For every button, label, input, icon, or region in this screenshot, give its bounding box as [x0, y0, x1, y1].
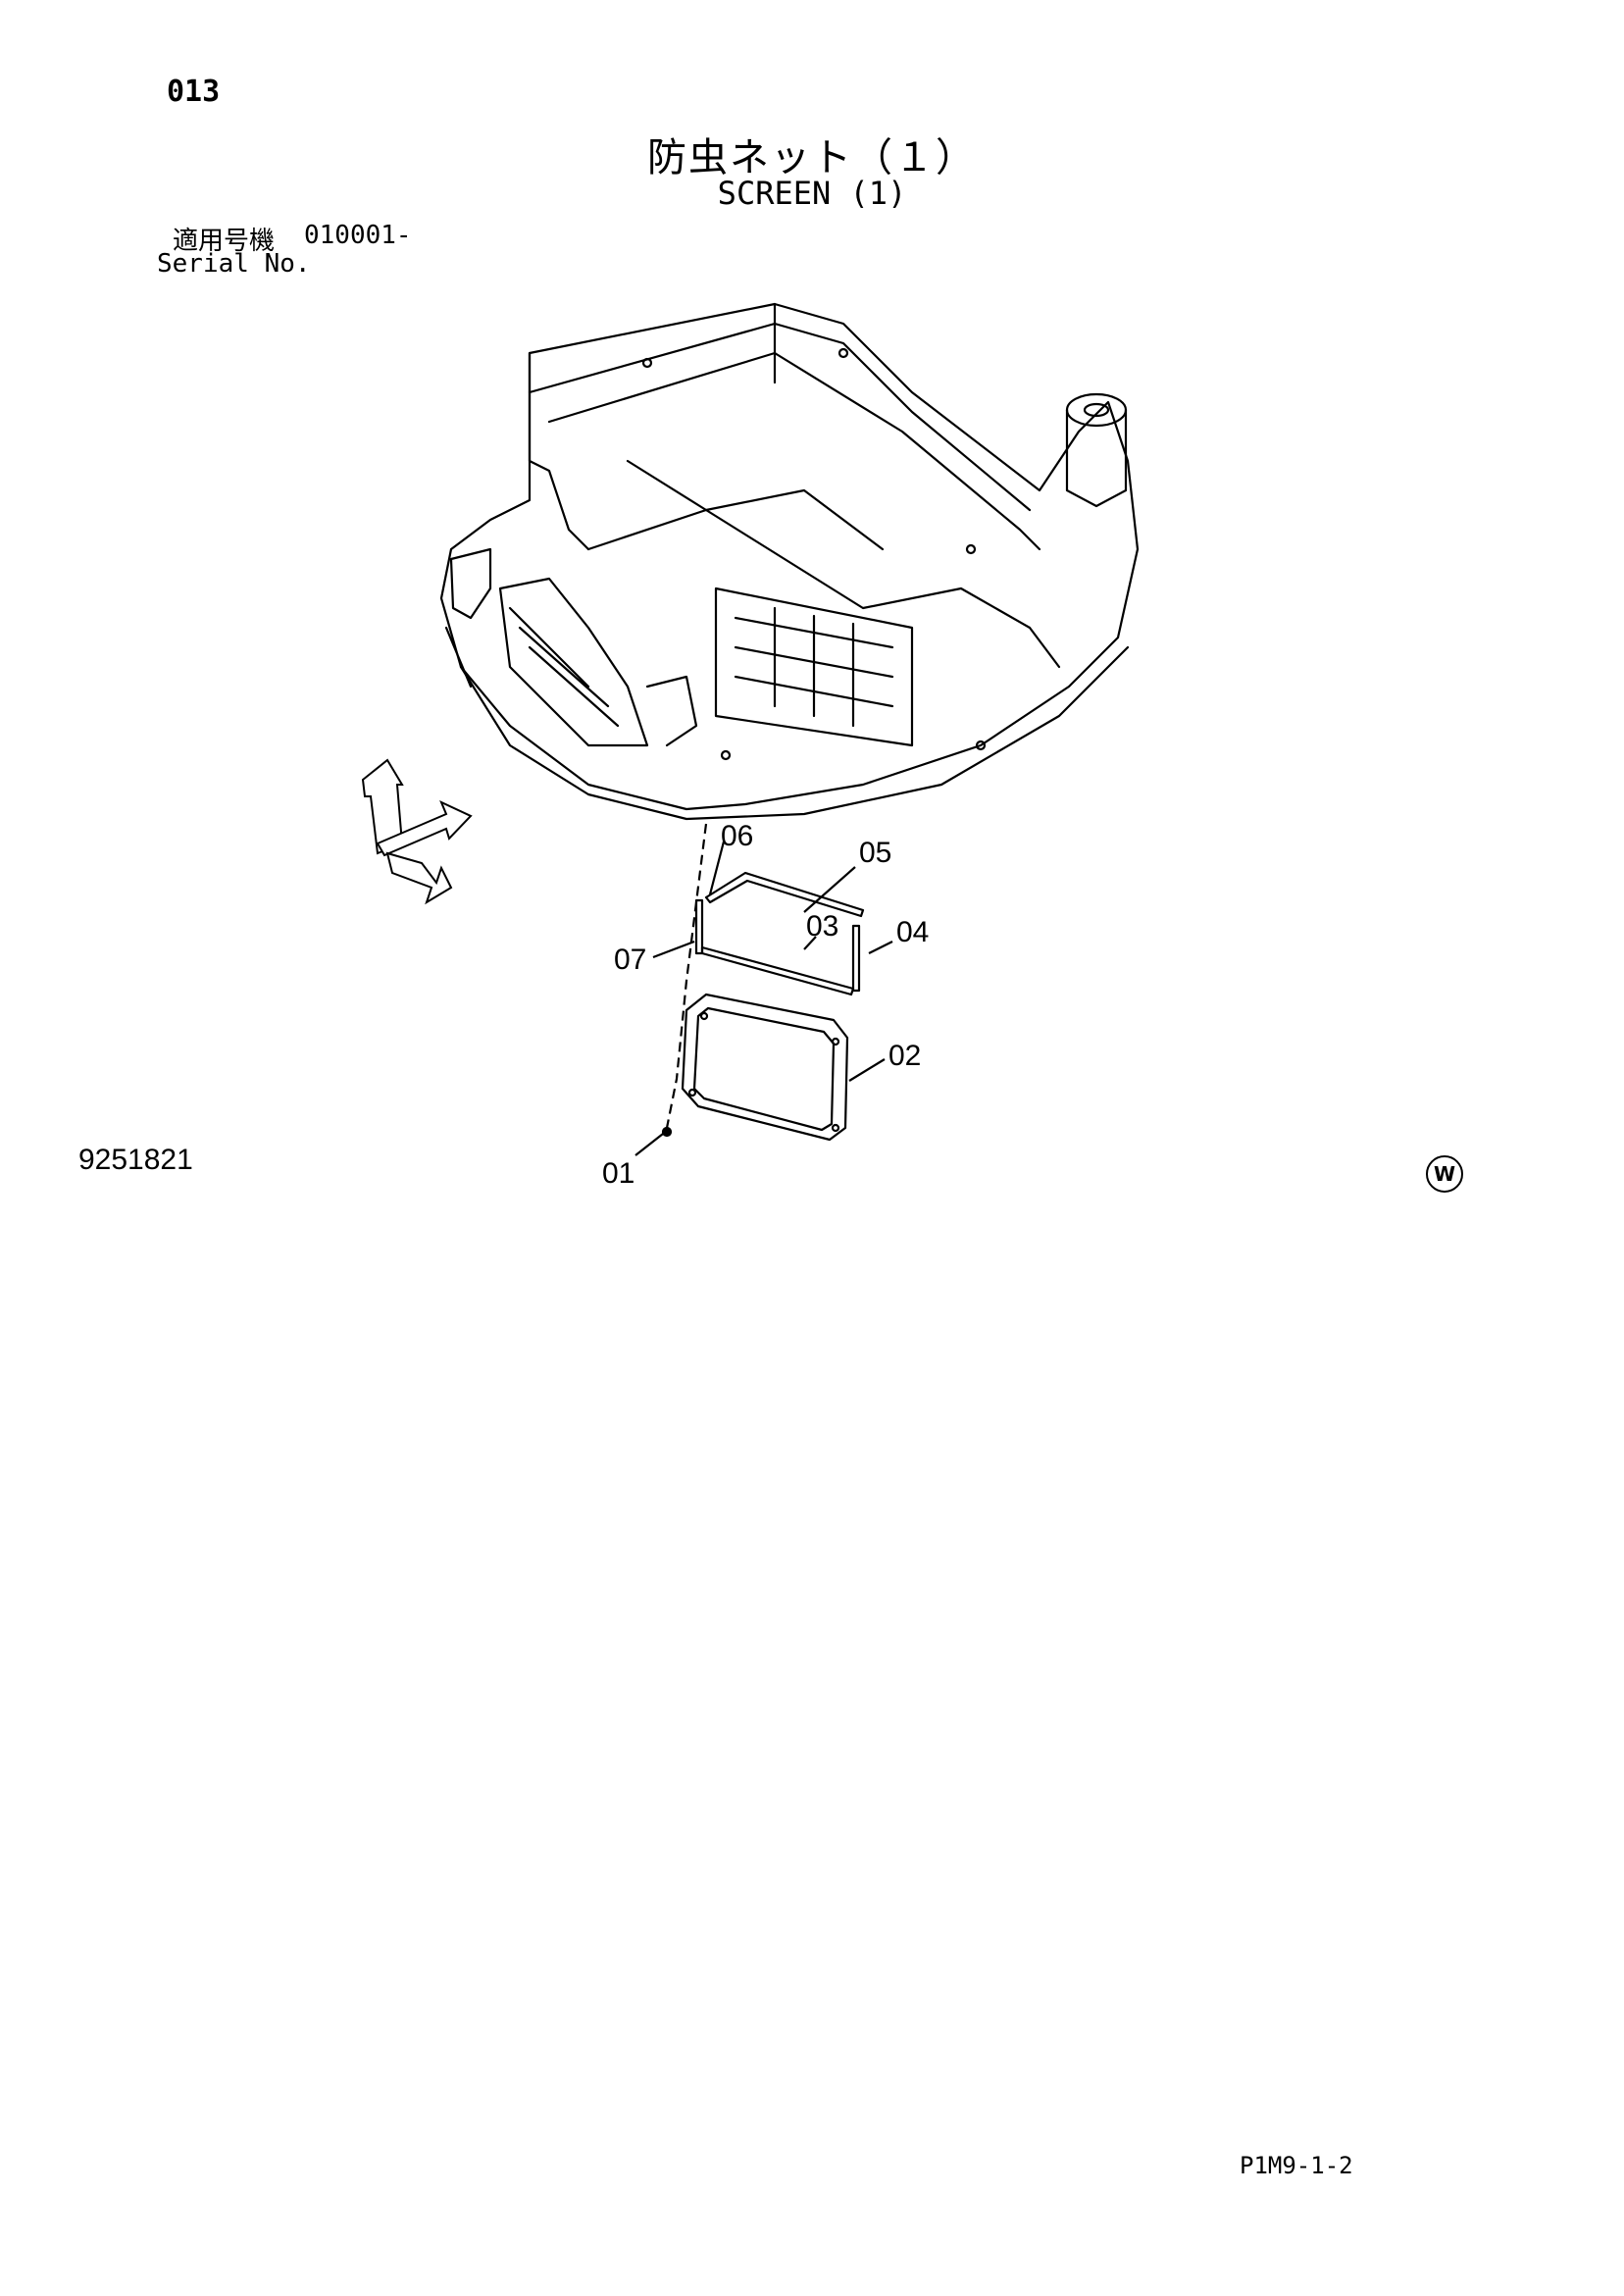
leader-04 — [868, 941, 893, 954]
title-english: SCREEN (1) — [717, 175, 907, 212]
part-frame-top — [704, 871, 865, 918]
gasket-hole-3 — [831, 1123, 840, 1133]
left-boom-bracket — [449, 547, 492, 620]
callout-06: 06 — [721, 820, 754, 852]
w-mark-icon: W — [1426, 1155, 1463, 1193]
callout-02: 02 — [888, 1040, 922, 1072]
leader-03 — [803, 936, 817, 950]
body-lower-edge — [444, 626, 473, 689]
part-bar-left — [694, 898, 704, 955]
reference-code: P1M9-1-2 — [1240, 2152, 1353, 2179]
part-gasket-inner — [692, 1006, 836, 1132]
left-detail-lines — [508, 606, 620, 728]
gasket-hole-2 — [831, 1037, 840, 1046]
frame-cross — [626, 459, 885, 551]
frame-left-post — [528, 351, 590, 551]
grille-panel — [714, 587, 914, 747]
figure-number: 9251821 — [78, 1144, 193, 1176]
leader-05 — [803, 866, 856, 913]
parts-diagram — [361, 302, 1140, 1156]
bolt-hole-4 — [975, 740, 987, 751]
serial-label-english: Serial No. — [157, 249, 311, 279]
callout-03: 03 — [806, 910, 839, 943]
frame-floor — [586, 508, 1061, 669]
left-mount — [645, 675, 698, 747]
assembly-line — [665, 823, 708, 1129]
serial-label-japanese: 適用号機 — [173, 227, 276, 256]
part-bar-right — [851, 924, 861, 993]
bolt-hole-1 — [641, 357, 653, 369]
part-gasket-outer — [681, 993, 849, 1142]
orientation-arrow-icon — [361, 758, 473, 905]
bolt-hole-5 — [720, 749, 732, 761]
screw — [661, 1126, 673, 1138]
leader-06 — [708, 841, 726, 895]
grille-cols — [773, 606, 855, 728]
title-japanese: 防虫ネット（１） — [647, 135, 977, 180]
callout-07: 07 — [614, 944, 647, 976]
leader-07 — [652, 940, 695, 959]
frame-inner-rail — [547, 351, 1041, 551]
body-bottom-edge — [459, 645, 1130, 821]
bolt-hole-3 — [965, 543, 977, 555]
gasket-hole-1 — [699, 1011, 709, 1021]
column-hole — [1083, 402, 1110, 418]
frame-top-rail — [528, 322, 1032, 512]
leader-01 — [634, 1133, 664, 1156]
column-body — [1065, 408, 1128, 508]
serial-range: 010001- — [304, 221, 412, 250]
callout-01: 01 — [602, 1157, 635, 1190]
page-number: 013 — [167, 75, 221, 109]
bolt-hole-2 — [837, 347, 849, 359]
column-top — [1065, 392, 1128, 428]
part-bar-bottom — [700, 945, 855, 996]
left-detail — [498, 577, 649, 747]
frame-outline — [439, 302, 1140, 811]
leader-02 — [848, 1058, 886, 1082]
callout-04: 04 — [896, 916, 930, 948]
callout-05: 05 — [859, 837, 892, 869]
gasket-hole-4 — [687, 1088, 697, 1097]
